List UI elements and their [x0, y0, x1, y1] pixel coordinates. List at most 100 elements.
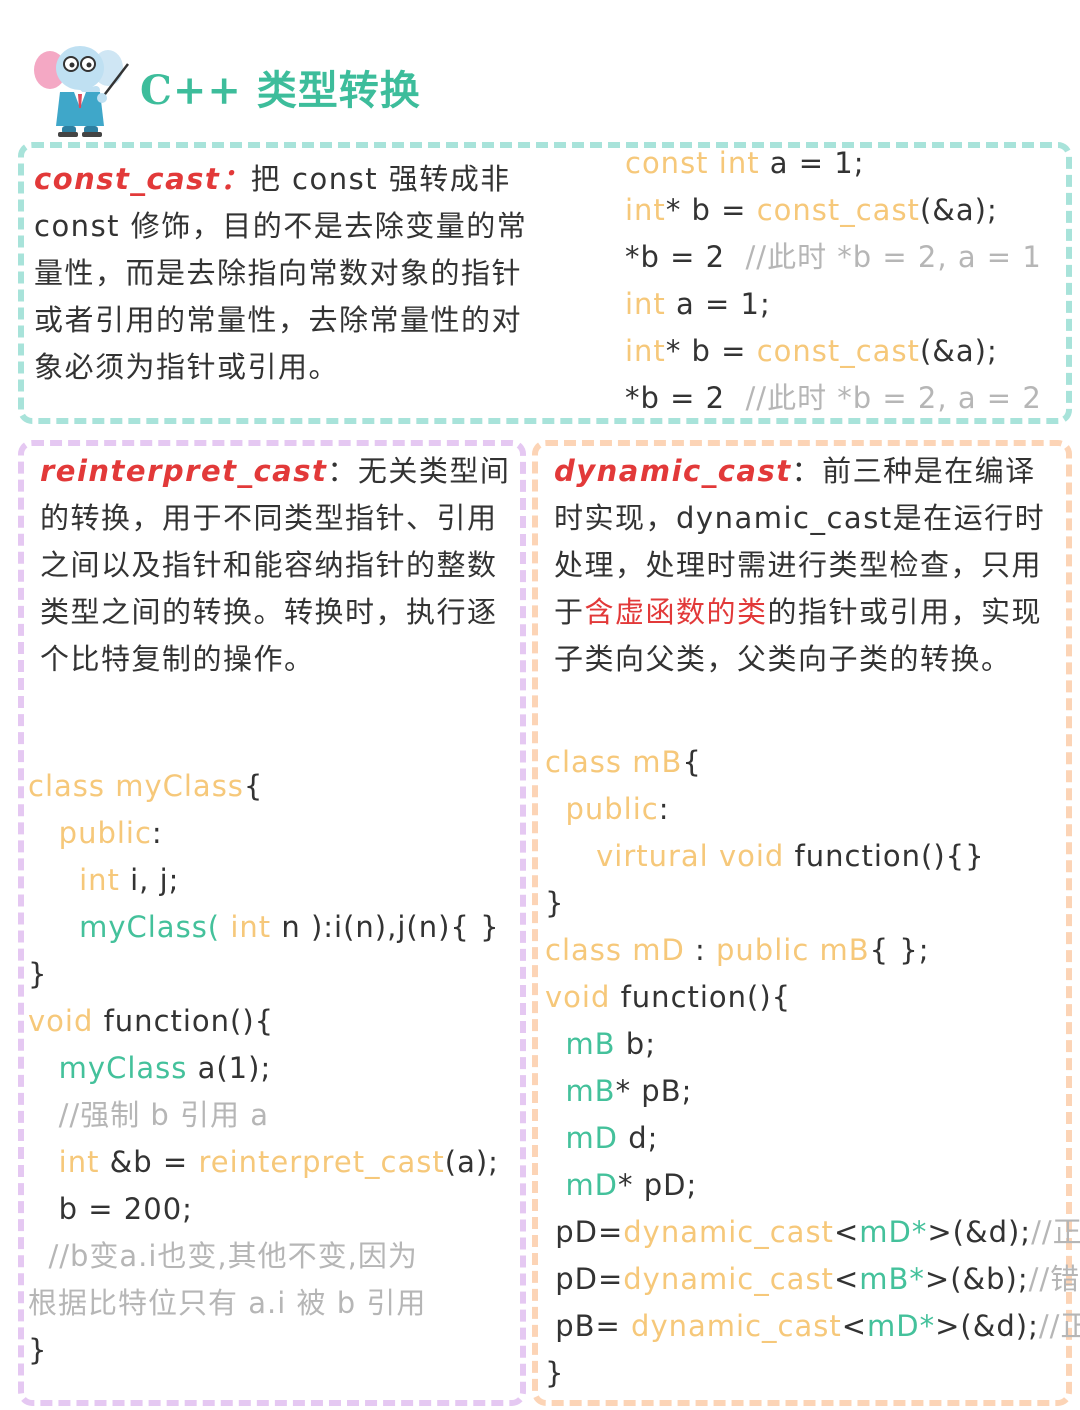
code-token	[545, 839, 596, 873]
code-token: {	[243, 769, 264, 803]
code-token: myClass(	[79, 910, 221, 944]
code-line: //b变a.i也变,其他不变,因为	[28, 1233, 500, 1280]
code-token: b;	[615, 1027, 656, 1061]
code-token: { };	[869, 933, 930, 967]
dynamic-cast-description: dynamic_cast：前三种是在编译时实现，dynamic_cast是在运行…	[554, 448, 1059, 683]
elephant-mascot-icon	[34, 46, 129, 137]
reinterpret-cast-description: reinterpret_cast：无关类型间的转换，用于不同类型指针、引用之间以…	[40, 448, 516, 683]
code-token: //此时 *b = 2, a = 2	[745, 381, 1042, 415]
code-line: mD d;	[545, 1115, 1080, 1162]
const-cast-separator: ：	[220, 162, 251, 196]
reinterpret-cast-keyword: reinterpret_cast	[40, 454, 328, 488]
code-token: }	[28, 957, 48, 991]
code-token: class mB	[545, 745, 683, 779]
code-line: mD* pD;	[545, 1162, 1080, 1209]
const-cast-desc-text: 把 const 强转成非 const 修饰，目的不是去除变量的常量性，而是去除指…	[34, 162, 528, 384]
const-cast-card	[18, 142, 1072, 424]
code-token: mB	[565, 1074, 616, 1108]
reinterpret-cast-separator: ：	[327, 454, 358, 488]
code-token: }	[545, 886, 565, 920]
code-token: int	[625, 287, 666, 321]
code-token: class mD	[545, 933, 685, 967]
code-token	[545, 1121, 565, 1155]
code-token	[28, 863, 79, 897]
code-line: pB= dynamic_cast<mD*>(&d);//正确	[545, 1303, 1080, 1350]
code-token: >(&d);	[927, 1215, 1032, 1249]
code-token: b = 200;	[28, 1192, 193, 1226]
code-token: (&a);	[919, 193, 998, 227]
reinterpret-cast-desc-text: 无关类型间的转换，用于不同类型指针、引用之间以及指针和能容纳指针的整数类型之间的…	[40, 454, 511, 676]
dynamic-cast-card	[532, 440, 1072, 1406]
code-token: mB*	[859, 1262, 925, 1296]
code-line: b = 200;	[28, 1186, 500, 1233]
code-token: &b =	[99, 1145, 199, 1179]
code-token: void	[28, 1004, 94, 1038]
code-token: class myClass	[28, 769, 244, 803]
code-token: reinterpret_cast	[198, 1145, 445, 1179]
code-line: *b = 2 //此时 *b = 2, a = 2	[625, 375, 1042, 422]
code-token: dynamic_cast	[623, 1215, 834, 1249]
code-token: dynamic_cast	[623, 1262, 834, 1296]
code-token: const_cast	[756, 334, 920, 368]
code-token: function(){}	[784, 839, 985, 873]
code-token: :	[658, 792, 670, 826]
code-line: 根据比特位只有 a.i 被 b 引用	[28, 1280, 500, 1327]
code-line: class mD : public mB{ };	[545, 927, 1080, 974]
code-token	[28, 1051, 59, 1085]
code-line: *b = 2 //此时 *b = 2, a = 1	[625, 234, 1042, 281]
code-token: mD	[565, 1121, 619, 1155]
code-line: void function(){	[28, 998, 500, 1045]
code-token: pB=	[545, 1309, 632, 1343]
dynamic-cast-highlight: 含虚函数的类	[584, 595, 768, 629]
code-token: int	[220, 910, 272, 944]
code-token	[545, 792, 565, 826]
code-token: (&a);	[919, 334, 998, 368]
code-token: const int	[625, 146, 760, 180]
code-line: virtural void function(){}	[545, 833, 1080, 880]
code-line: int a = 1;	[625, 281, 1042, 328]
code-token: int	[625, 334, 666, 368]
code-token: void	[545, 980, 611, 1014]
code-token: mB	[565, 1027, 616, 1061]
code-line: myClass a(1);	[28, 1045, 500, 1092]
code-line: //强制 b 引用 a	[28, 1092, 500, 1139]
reinterpret-cast-code-block: class myClass{ public: int i, j; myClass…	[28, 763, 500, 1374]
code-line: class myClass{	[28, 763, 500, 810]
code-token: mD	[565, 1168, 619, 1202]
code-token	[545, 1027, 565, 1061]
code-token: function(){	[610, 980, 792, 1014]
code-token: * b =	[665, 334, 757, 368]
code-token: //错误	[1028, 1262, 1080, 1296]
code-token: n ):i(n),j(n){ }	[271, 910, 500, 944]
code-token: a = 1;	[759, 146, 865, 180]
code-token: (a);	[444, 1145, 499, 1179]
code-line: public:	[545, 786, 1080, 833]
code-token: *b = 2	[625, 240, 746, 274]
dynamic-cast-desc-before: 前三种是在编译时实现，dynamic_cast是在运行时处理，处理时需进行类型检…	[554, 454, 1046, 629]
code-token: a = 1;	[665, 287, 771, 321]
code-token: d;	[618, 1121, 659, 1155]
code-token: <	[841, 1309, 868, 1343]
dynamic-cast-keyword: dynamic_cast	[554, 454, 792, 488]
code-token: * b =	[665, 193, 757, 227]
code-token: mD*	[859, 1215, 928, 1249]
code-token	[545, 1074, 565, 1108]
code-token	[545, 1168, 565, 1202]
code-token: <	[833, 1262, 860, 1296]
code-token: :	[151, 816, 163, 850]
code-line: int* b = const_cast(&a);	[625, 328, 1042, 375]
code-token: int	[58, 1145, 100, 1179]
code-token: <	[833, 1215, 860, 1249]
code-token: public	[565, 792, 659, 826]
code-line: }	[545, 1350, 1080, 1397]
code-token	[28, 1239, 48, 1273]
code-line: }	[28, 951, 500, 998]
code-token: 根据比特位只有 a.i 被 b 引用	[28, 1286, 427, 1320]
code-token: pD=	[545, 1262, 624, 1296]
code-token: :	[684, 933, 717, 967]
code-token: virtural void	[596, 839, 785, 873]
code-token: dynamic_cast	[631, 1309, 842, 1343]
code-token: a(1);	[187, 1051, 272, 1085]
dynamic-cast-code-block: class mB{ public: virtural void function…	[545, 739, 1080, 1397]
code-token: * pD;	[618, 1168, 698, 1202]
